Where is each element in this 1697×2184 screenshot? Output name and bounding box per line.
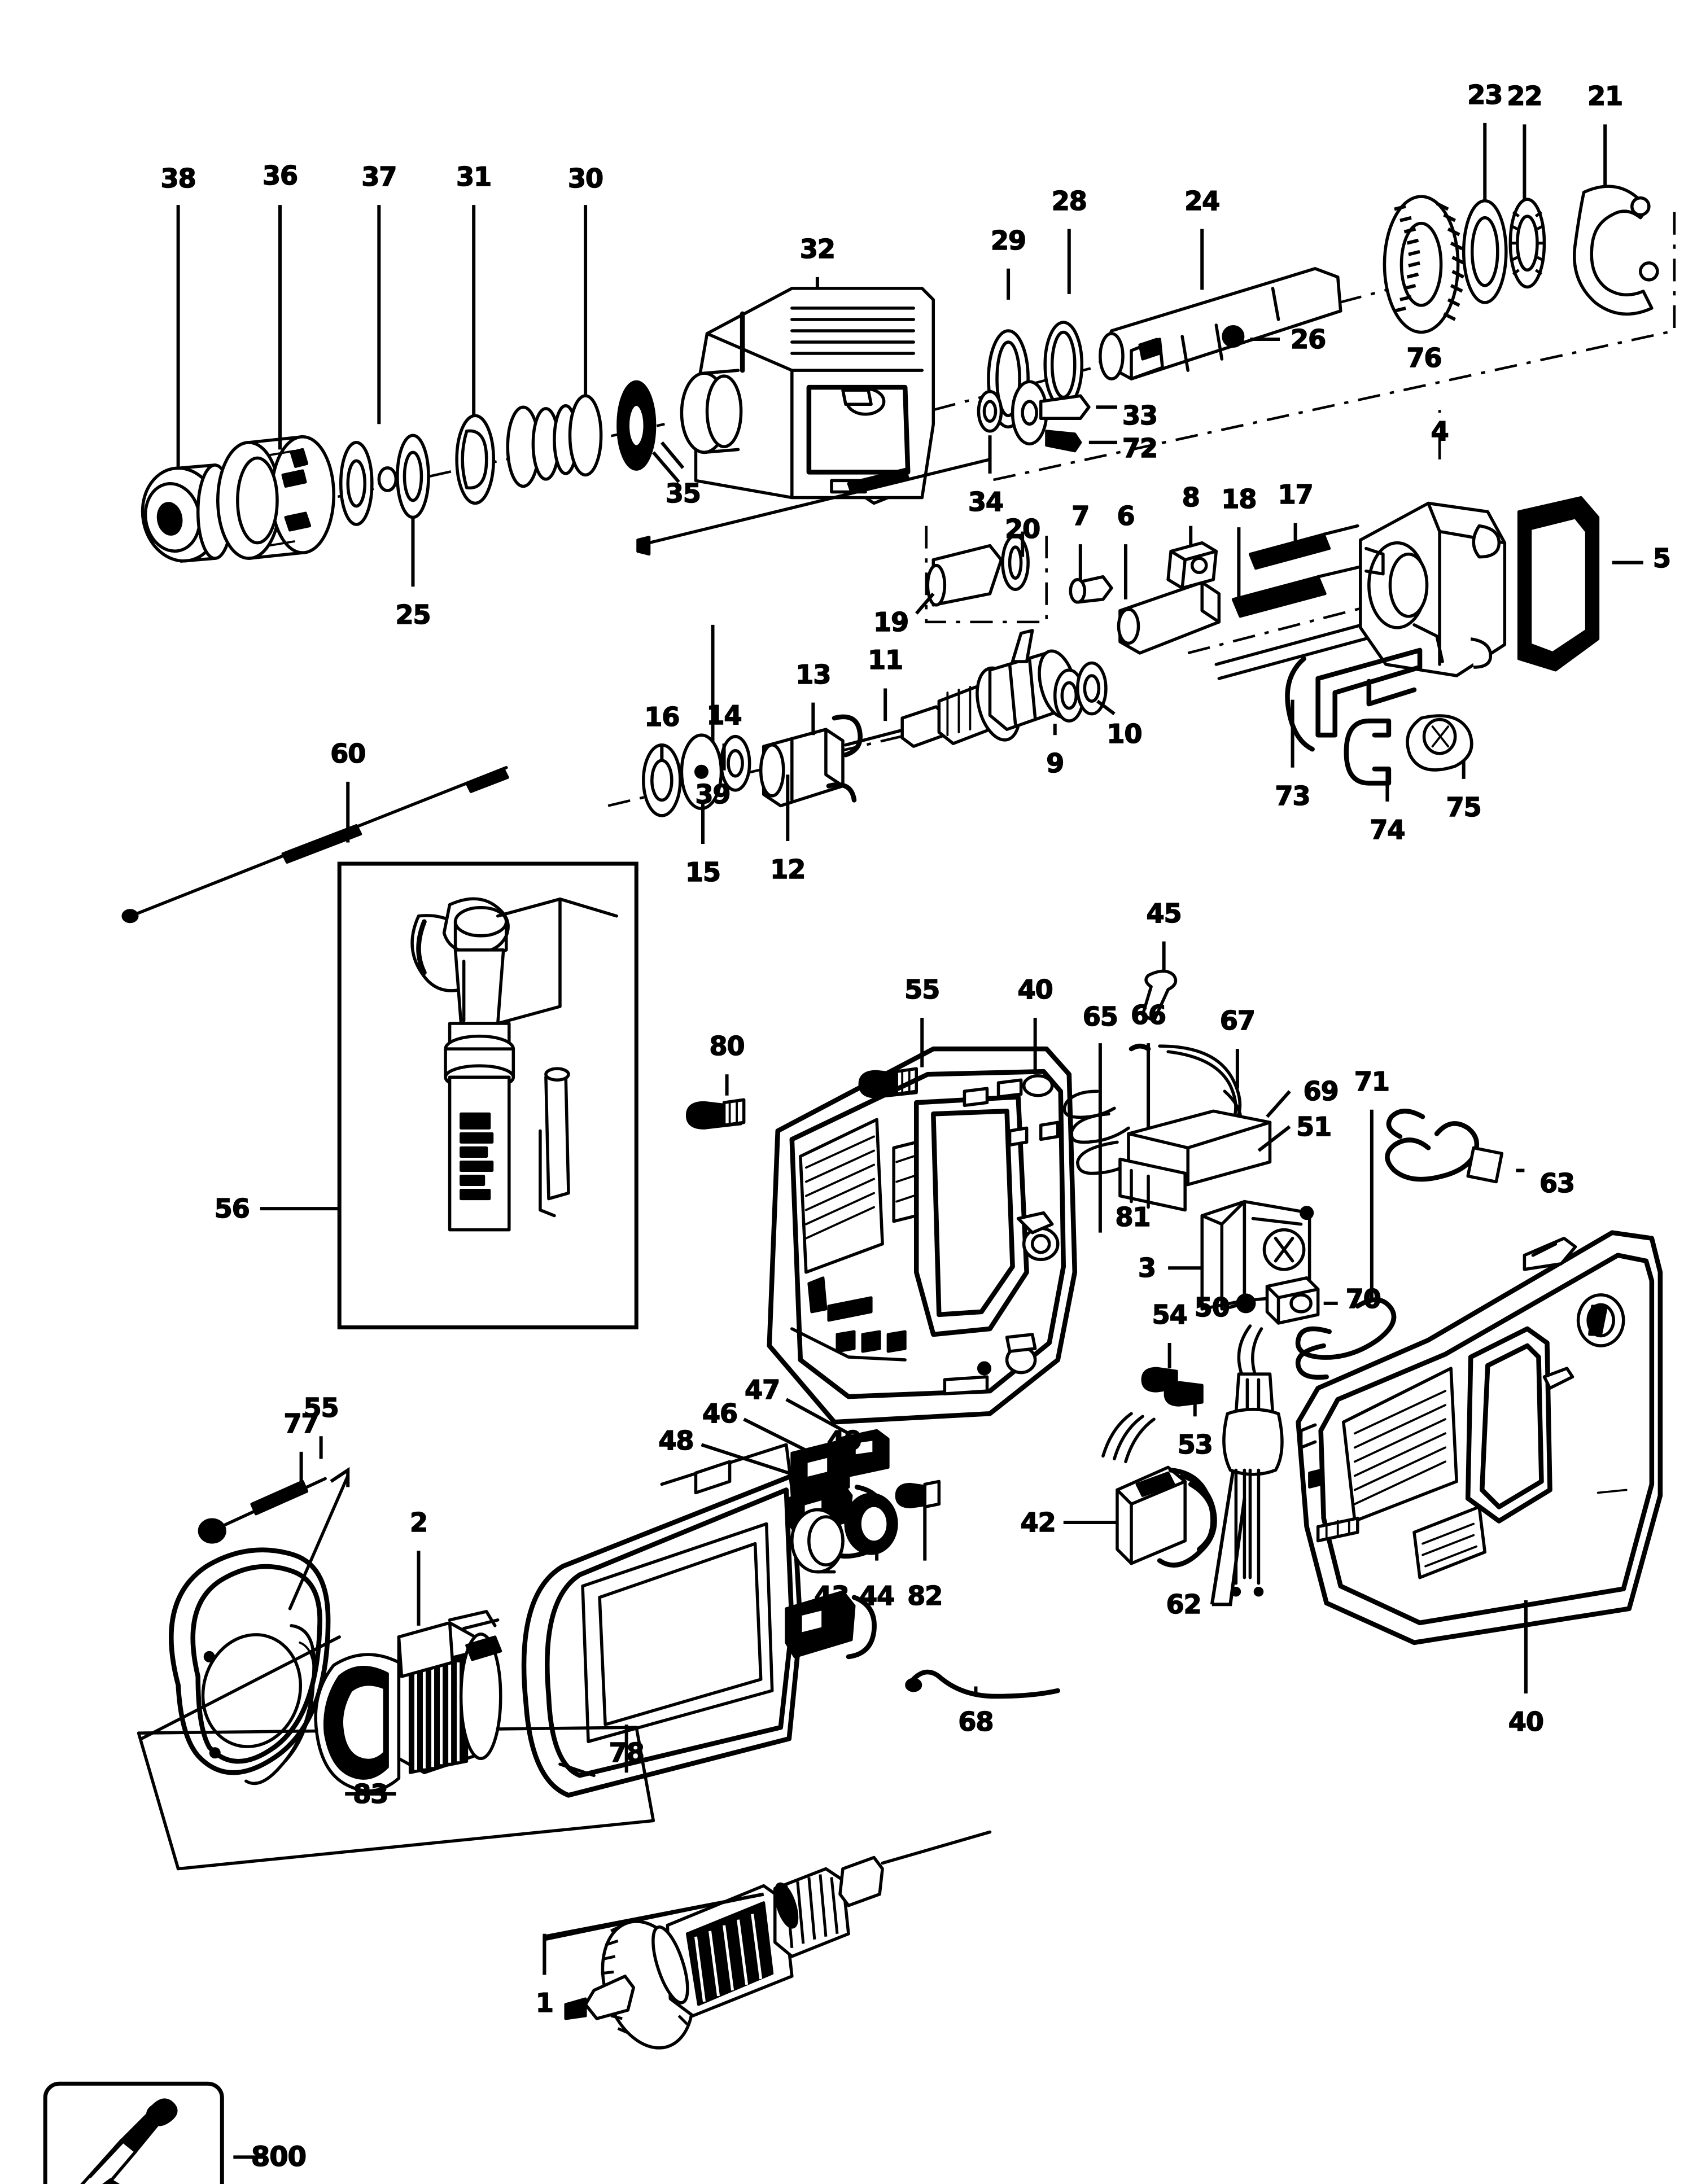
part-callout-22: 22 [1507,81,1543,112]
part-callout-38: 38 [160,163,197,194]
part-callout-78: 78 [609,1737,645,1769]
part-callout-32: 32 [799,233,836,264]
part-callout-69: 69 [1303,1076,1340,1107]
part-callout-37: 37 [361,161,398,192]
part-callout-62: 62 [1166,1589,1202,1620]
part-callout-76: 76 [1406,342,1443,373]
part-callout-1: 1 [535,1988,554,2019]
part-callout-10: 10 [1106,718,1143,749]
part-callout-13: 13 [795,659,832,690]
part-callout-51: 51 [1296,1111,1332,1142]
part-callout-20: 20 [1004,513,1041,544]
part-callout-54: 54 [1152,1299,1188,1330]
part-callout-36: 36 [262,160,299,191]
part-callout-82: 82 [907,1581,943,1612]
part-callout-49: 49 [826,1425,863,1456]
part-callout-65: 65 [1082,1001,1119,1032]
part-callout-16: 16 [644,701,681,732]
part-callout-34: 34 [968,486,1004,517]
part-callout-77: 77 [283,1408,320,1439]
part-callout-11: 11 [867,645,904,676]
part-callout-40: 40 [1017,974,1054,1005]
part-callout-60: 60 [330,738,366,769]
part-callout-7: 7 [1071,501,1091,532]
part-callout-19: 19 [873,606,909,637]
part-callout-15: 15 [685,857,721,888]
part-callout-43: 43 [813,1581,850,1612]
part-callout-3: 3 [1138,1253,1157,1284]
part-callout-70: 70 [1345,1284,1382,1315]
part-callout-18: 18 [1221,483,1258,514]
part-callout-800: 800 [251,2141,307,2173]
part-callout-17: 17 [1278,479,1314,510]
part-callout-14: 14 [706,700,743,731]
part-callout-12: 12 [769,854,806,885]
part-callout-56: 56 [214,1193,251,1224]
part-callout-21: 21 [1587,81,1624,112]
part-callout-2: 2 [409,1507,428,1538]
part-callout-66: 66 [1130,1000,1167,1031]
part-callout-33: 33 [1122,400,1158,431]
part-callout-23: 23 [1467,79,1503,110]
part-callout-9: 9 [1046,748,1065,779]
part-callout-28: 28 [1051,185,1088,216]
part-callout-55: 55 [303,1393,340,1424]
part-callout-25: 25 [395,599,432,631]
part-callout-63: 63 [1539,1168,1576,1199]
part-callout-44: 44 [859,1581,895,1612]
part-callout-30: 30 [567,163,604,194]
part-callout-81: 81 [1115,1202,1152,1233]
part-callout-75: 75 [1446,791,1482,822]
part-callout-68: 68 [958,1706,995,1737]
part-callout-29: 29 [990,225,1027,256]
part-callout-42: 42 [1020,1507,1057,1538]
part-callout-67: 67 [1219,1005,1256,1036]
part-callout-83: 83 [352,1778,389,1809]
part-callout-50: 50 [1194,1292,1231,1323]
part-callout-31: 31 [456,161,492,192]
part-callout-35: 35 [665,478,702,509]
part-callout-74: 74 [1370,814,1406,845]
part-callout-72: 72 [1122,432,1158,463]
part-callout-39: 39 [695,779,732,810]
part-callout-48: 48 [658,1425,695,1456]
part-callout-40: 40 [1508,1706,1545,1737]
part-callout-6: 6 [1117,501,1136,532]
part-callout-47: 47 [744,1374,781,1405]
part-callout-24: 24 [1184,185,1221,216]
part-callout-73: 73 [1275,780,1311,811]
part-callout-8: 8 [1182,482,1201,513]
part-callout-55: 55 [904,974,941,1005]
part-callout-26: 26 [1290,324,1327,354]
part-callout-5: 5 [1652,543,1672,574]
part-callout-46: 46 [702,1398,738,1429]
part-callout-53: 53 [1177,1429,1214,1460]
part-callout-4: 4 [1431,415,1450,447]
part-callout-45: 45 [1146,898,1183,929]
part-callout-80: 80 [709,1031,746,1062]
part-callout-71: 71 [1354,1066,1390,1097]
